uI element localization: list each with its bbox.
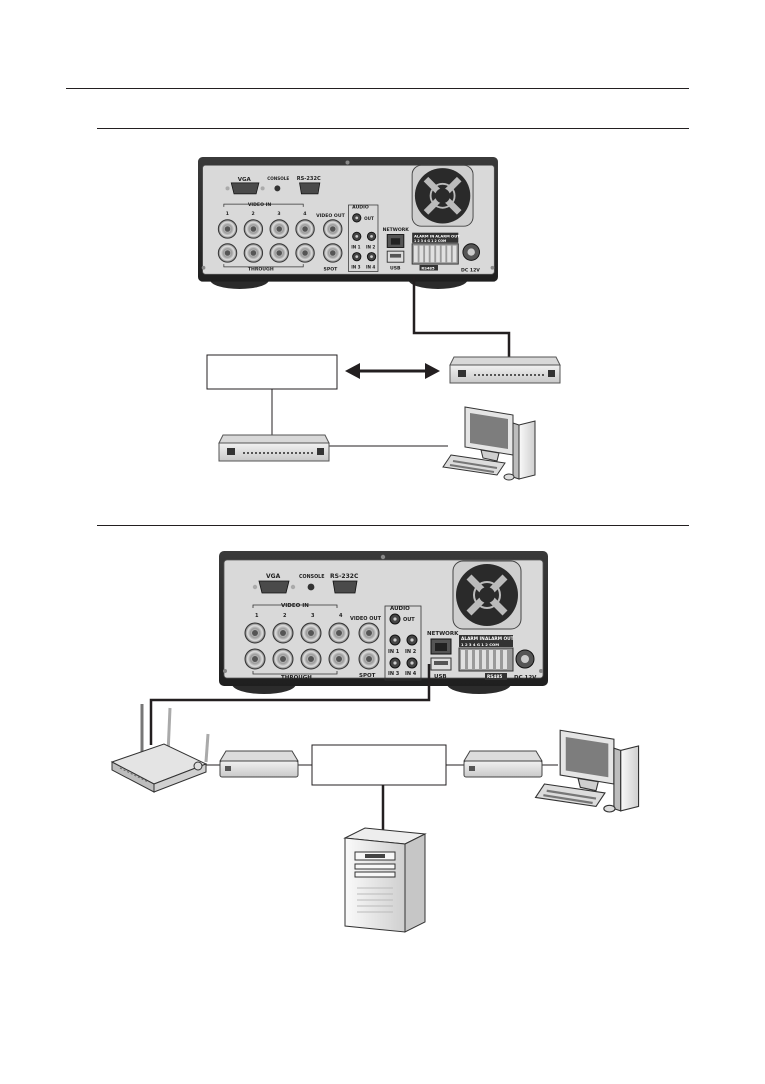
svg-text:IN 2: IN 2 — [405, 649, 417, 655]
spot-label: SPOT — [324, 267, 339, 273]
svg-text:1: 1 — [255, 613, 259, 619]
console-port — [274, 185, 281, 192]
console-label-2: CONSOLE — [299, 574, 324, 580]
video-out-label-2: VIDEO OUT — [350, 616, 382, 622]
through-label-2: THROUGH — [281, 675, 312, 681]
svg-text:1 2 3 4 G 1 2 COM: 1 2 3 4 G 1 2 COM — [461, 642, 499, 647]
alarm-pins-label: 1 2 3 4 G 1 2 COM — [414, 239, 446, 243]
audio-in2-label: IN 2 — [366, 244, 375, 249]
rs232c-port — [299, 182, 321, 195]
audio-in1-label: IN 1 — [351, 244, 360, 249]
rs485-label: RS485 — [421, 267, 435, 271]
cable-dvr-to-switch-1 — [412, 276, 511, 357]
header-rule — [66, 88, 689, 89]
audio-label-2: AUDIO — [390, 606, 410, 612]
spot-label-2: SPOT — [359, 673, 376, 679]
modem-1 — [219, 750, 299, 778]
modem-2 — [463, 750, 543, 778]
vga-port — [225, 182, 265, 195]
video-out-label: VIDEO OUT — [316, 213, 345, 219]
dc12v-label: DC 12V — [461, 267, 480, 273]
bnc-connectors — [217, 219, 343, 263]
svg-text:ALARM IN: ALARM IN — [461, 636, 485, 642]
dvr-rear-panel-1: VGA CONSOLE RS-232C VIDEO IN 1 2 3 4 VID… — [198, 157, 498, 289]
svg-text:IN 4: IN 4 — [405, 671, 417, 677]
ch-4: 4 — [303, 211, 306, 217]
ch-2: 2 — [252, 211, 255, 217]
bidirectional-arrow — [345, 363, 440, 379]
internet-box-1 — [206, 354, 338, 390]
audio-label: AUDIO — [352, 205, 369, 211]
audio-in3-label: IN 3 — [351, 265, 360, 270]
audio-in4-label: IN 4 — [366, 265, 375, 270]
network-label-2: NETWORK — [427, 631, 459, 637]
section-rule-1 — [97, 128, 689, 129]
ch-1: 1 — [226, 211, 229, 217]
network-label: NETWORK — [383, 227, 410, 233]
network-switch-1 — [449, 356, 561, 384]
audio-out-label: OUT — [364, 216, 374, 221]
dc12v-label-2: DC 12V — [514, 675, 537, 681]
ch-3: 3 — [277, 211, 280, 217]
cable-dvr-to-router — [149, 664, 431, 745]
alarm-header — [412, 232, 459, 243]
svg-text:ALARM OUT: ALARM OUT — [485, 636, 514, 642]
alarm-terminal-block — [411, 243, 459, 265]
internet-box-2 — [311, 744, 447, 786]
dvr-rear-panel-2: VGA CONSOLE RS-232C VIDEO IN 1 2 3 4 VID… — [219, 551, 548, 694]
console-label: CONSOLE — [267, 176, 289, 181]
svg-text:USB: USB — [434, 674, 447, 680]
section-rule-2 — [97, 525, 689, 526]
svg-text:IN 3: IN 3 — [388, 671, 400, 677]
usb-label: USB — [390, 266, 401, 272]
svg-text:RS485: RS485 — [487, 674, 502, 680]
server-tower — [343, 827, 427, 933]
rs485-plate — [419, 264, 438, 271]
cooling-fan — [411, 164, 474, 227]
client-pc-1 — [442, 406, 536, 481]
rs232c-label: RS-232C — [297, 176, 321, 182]
router — [110, 704, 210, 793]
vga-label-2: VGA — [266, 573, 281, 580]
video-in-label-2: VIDEO IN — [281, 603, 309, 609]
svg-text:OUT: OUT — [403, 617, 415, 623]
audio-group-frame — [348, 204, 379, 272]
alarm-in-label: ALARM IN — [414, 234, 434, 238]
svg-text:4: 4 — [339, 613, 343, 619]
svg-text:IN 1: IN 1 — [388, 649, 400, 655]
svg-text:3: 3 — [311, 613, 315, 619]
svg-text:2: 2 — [283, 613, 287, 619]
video-in-label: VIDEO IN — [248, 202, 271, 208]
rs232c-label-2: RS-232C — [330, 573, 359, 580]
vga-label: VGA — [238, 177, 252, 183]
alarm-out-label: ALARM OUT — [435, 234, 460, 238]
network-switch-2 — [218, 434, 330, 462]
client-pc-2 — [534, 729, 640, 813]
through-label: THROUGH — [248, 267, 274, 273]
